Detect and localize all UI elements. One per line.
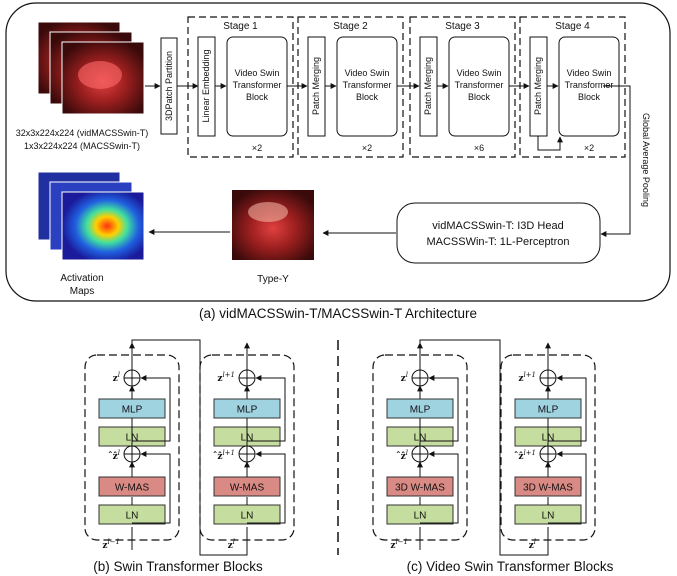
stage-repeat: ×2 (362, 143, 372, 153)
head-box (396, 202, 601, 264)
stage-frame (187, 16, 294, 158)
wmsa-box-label: 3D W-MAS (395, 483, 445, 494)
stage-frame (409, 16, 516, 158)
mlp-box-label: MLP (122, 405, 143, 416)
input-dims-2: 1x3x224x224 (MACSSwin-T) (24, 141, 140, 151)
stage-title: Stage 4 (555, 21, 590, 32)
stage-title: Stage 3 (445, 21, 480, 32)
z-label: ̂ẑl (109, 449, 120, 462)
head-line1: vidMACSSwin-T: I3D Head (432, 220, 563, 232)
z-label: zl+1 (518, 371, 536, 384)
ln-box-1-label: LN (126, 511, 139, 522)
wmsa-box-label: W-MAS (115, 483, 150, 494)
caption-a: (a) vidMACSSwin-T/MACSSwin-T Architectur… (199, 306, 477, 321)
stage-repeat: ×6 (474, 143, 484, 153)
stage-first-label: Patch Merging (423, 57, 433, 115)
stage-repeat: ×2 (252, 143, 262, 153)
stage-title: Stage 2 (333, 21, 368, 32)
stage-first-label: Patch Merging (311, 57, 321, 115)
caption-b: (b) Swin Transformer Blocks (93, 559, 263, 574)
z-label: zl−1 (390, 538, 408, 551)
activation-label-2: Maps (70, 286, 94, 297)
input-frames-stack (37, 21, 145, 115)
z-label: ̂ẑl (397, 449, 408, 462)
mlp-box-label: MLP (538, 405, 559, 416)
z-label: zl (113, 371, 120, 384)
ln-box-1-label: LN (542, 511, 555, 522)
activation-maps-stack (37, 171, 145, 261)
pooling-label: Global Average Pooling (641, 113, 651, 207)
type-y-frame (232, 190, 314, 260)
input-dims-1: 32x3x224x224 (vidMACSSwin-T) (16, 128, 149, 138)
z-label: ̂ẑl+1 (213, 449, 235, 462)
wmsa-box-label: 3D W-MAS (523, 483, 573, 494)
wmsa-box-label: W-MAS (230, 483, 265, 494)
stage-first-label: Patch Merging (533, 57, 543, 115)
head-line2: MACSSWin-T: 1L-Perceptron (426, 236, 569, 248)
z-label: zl (228, 538, 235, 551)
z-label: zl (529, 538, 536, 551)
stage-frame (297, 16, 404, 158)
z-label: zl−1 (102, 538, 120, 551)
activation-label-1: Activation (60, 273, 103, 284)
stage-frame (519, 16, 626, 158)
stage-first-label: Linear Embedding (201, 49, 211, 122)
mlp-box-label: MLP (237, 405, 258, 416)
stage-title: Stage 1 (223, 21, 258, 32)
mlp-box-label: MLP (410, 405, 431, 416)
caption-c: (c) Video Swin Transformer Blocks (407, 559, 614, 574)
z-label: zl (401, 371, 408, 384)
architecture-outer-frame (5, 2, 671, 302)
patch-partition-label: 3DPatch Partition (164, 51, 174, 121)
stage-repeat: ×2 (584, 143, 594, 153)
ln-box-1-label: LN (414, 511, 427, 522)
ln-box-1-label: LN (241, 511, 254, 522)
z-label: ̂ẑl+1 (514, 449, 536, 462)
z-label: zl+1 (217, 371, 235, 384)
type-label: Type-Y (257, 274, 289, 285)
